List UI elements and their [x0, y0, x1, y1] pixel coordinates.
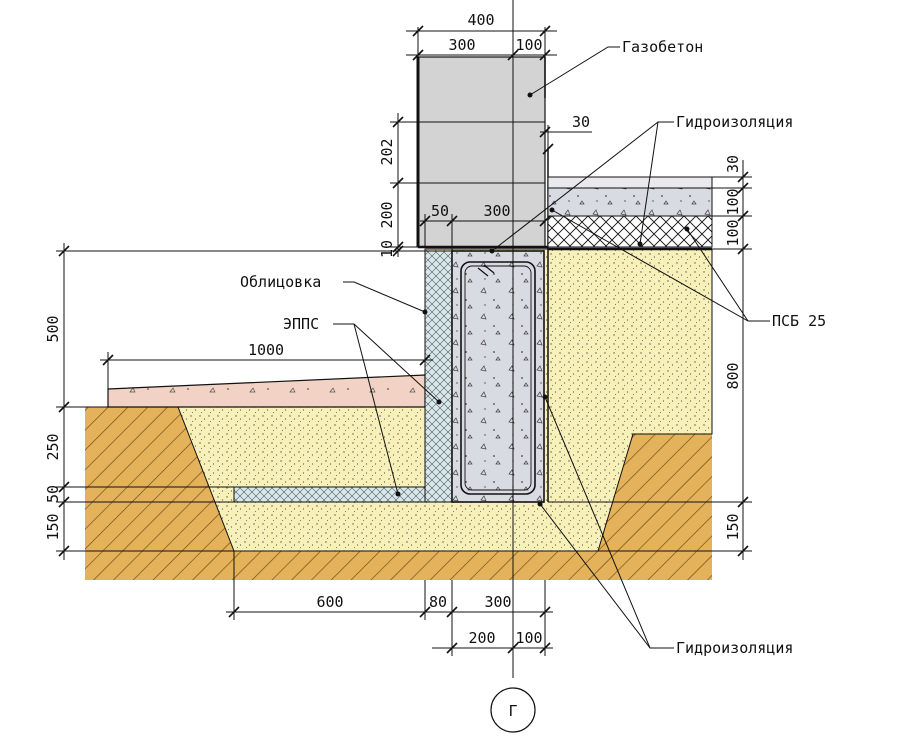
dimensions-right [548, 160, 752, 560]
paving-slab [107, 374, 426, 408]
dim-bottom-100: 100 [515, 629, 542, 647]
natural-soil [85, 407, 712, 580]
dim-slab-1000: 1000 [248, 341, 284, 359]
dim-left-10: 10 [378, 240, 396, 258]
rebar-hook [477, 264, 495, 277]
label-gazobeton: Газобетон [622, 38, 703, 56]
foundation-concrete [451, 250, 545, 503]
dim-right-100b: 100 [724, 219, 742, 246]
dim-bottom-600: 600 [316, 593, 343, 611]
dim-right-800: 800 [724, 362, 742, 389]
axis-marker [490, 687, 536, 733]
dim-left-202: 202 [378, 138, 396, 165]
dimension-1000 [100, 352, 433, 389]
dimension-30 [539, 125, 592, 158]
leader-gidroizolyaciya-top [489, 121, 674, 254]
dimensions-inner [419, 214, 551, 251]
label-oblicovka: Облицовка [240, 273, 321, 291]
dim-bottom-300: 300 [484, 593, 511, 611]
label-epps: ЭППС [283, 315, 319, 333]
dim-top-total: 400 [467, 11, 494, 29]
rebar-cage-inner [464, 265, 532, 491]
dimensions-left-wall [390, 113, 418, 257]
dim-left-150: 150 [44, 513, 62, 540]
dimensions-bottom [226, 551, 553, 656]
leader-oblicovka [343, 281, 428, 315]
leader-psb [549, 207, 770, 322]
dim-right-30: 30 [724, 155, 742, 173]
epps-horizontal [233, 486, 426, 503]
rebar-cage [460, 261, 536, 495]
dim-left-250: 250 [44, 433, 62, 460]
dim-top-right: 100 [515, 36, 542, 54]
label-gidroizolyaciya-bottom: Гидроизоляция [676, 639, 793, 657]
floor-screed [547, 176, 713, 189]
leader-gidroizolyaciya-bottom [537, 394, 674, 649]
dim-inner-50: 50 [431, 202, 449, 220]
dim-bottom-200: 200 [468, 629, 495, 647]
axis-label: Г [508, 702, 517, 720]
dim-gap-30: 30 [572, 113, 590, 131]
leader-gazobeton [527, 46, 620, 98]
dim-right-150: 150 [724, 513, 742, 540]
dim-inner-300: 300 [483, 202, 510, 220]
label-psb: ПСБ 25 [772, 312, 826, 330]
dim-left-50: 50 [44, 485, 62, 503]
dim-bottom-80: 80 [429, 593, 447, 611]
dim-right-100a: 100 [724, 188, 742, 215]
dimensions-top [406, 25, 557, 61]
leader-epps [333, 323, 442, 497]
dim-left-200: 200 [378, 201, 396, 228]
psb-insulation [547, 215, 713, 248]
epps-vertical [424, 250, 453, 503]
floor-slab [547, 187, 713, 217]
dimensions-left [56, 243, 425, 560]
dim-left-500: 500 [44, 315, 62, 342]
dim-top-left: 300 [448, 36, 475, 54]
label-gidroizolyaciya-top: Гидроизоляция [676, 113, 793, 131]
aerated-concrete-wall [417, 56, 546, 248]
